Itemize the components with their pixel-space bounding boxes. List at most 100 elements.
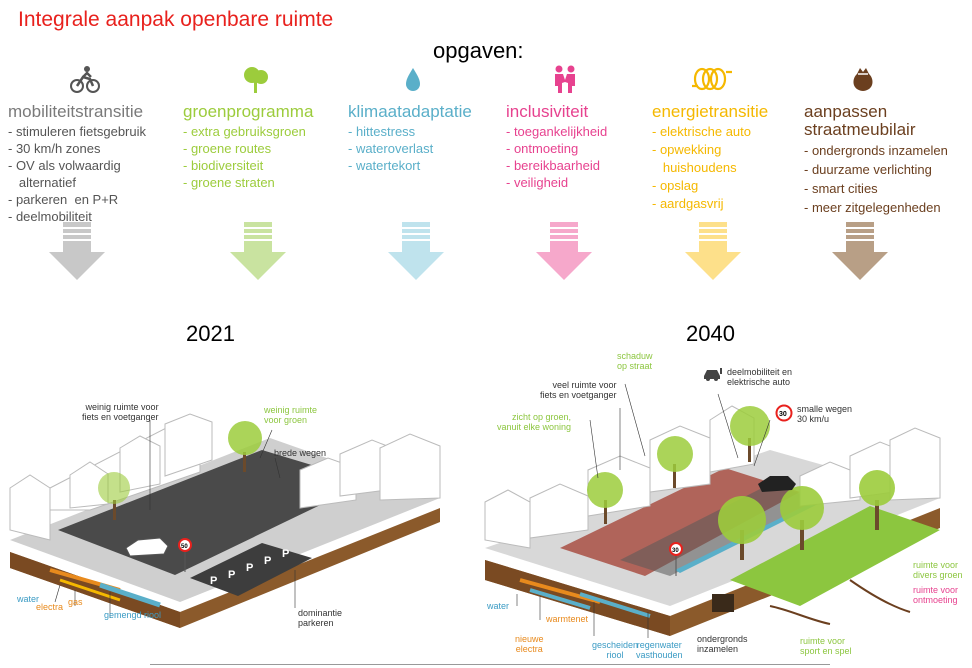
down-arrow-groen xyxy=(230,222,286,280)
column-straatmeubilair: aanpassen straatmeubilair - ondergronds … xyxy=(804,64,948,217)
label-electra: electra xyxy=(36,602,64,612)
house xyxy=(529,483,589,539)
column-klimaatadaptatie: klimaatadaptatie - hittestress - waterov… xyxy=(348,64,472,174)
item-list: - hittestress - wateroverlast - watertek… xyxy=(348,123,472,174)
list-item: - watertekort xyxy=(348,158,421,173)
electric-car-icon xyxy=(704,368,722,381)
car xyxy=(758,476,796,492)
list-item: alternatief xyxy=(8,175,76,190)
speed-sign xyxy=(669,542,683,556)
list-item: - opwekking xyxy=(652,142,722,157)
column-mobiliteitstransitie: mobiliteitstransitie - stimuleren fietsg… xyxy=(8,64,146,225)
label-gescheiden-riool: gescheiden riool xyxy=(592,640,639,660)
energy-coil-icon xyxy=(692,67,732,91)
list-item: - ondergronds inzamelen xyxy=(804,143,948,158)
tree xyxy=(657,436,693,488)
down-arrow-mobiliteit xyxy=(49,222,105,280)
parking-area xyxy=(190,543,312,596)
list-item: - elektrische auto xyxy=(652,124,751,139)
list-item: - biodiversiteit xyxy=(183,158,264,173)
list-item: - duurzame verlichting xyxy=(804,162,932,177)
street-2021-illustration: P P P P P 50 xyxy=(9,413,441,628)
people-meeting-icon xyxy=(555,65,575,93)
item-list: - ondergronds inzamelen - duurzame verli… xyxy=(804,141,948,217)
parking-marker: P xyxy=(282,548,289,560)
car xyxy=(125,537,169,557)
parking-marker: P xyxy=(264,555,271,567)
subtitle: opgaven: xyxy=(433,38,524,63)
cyclist-icon xyxy=(70,66,100,93)
list-item: - wateroverlast xyxy=(348,141,434,156)
label-weinig-ruimte-fiets: weinig ruimte voor fiets en voetganger xyxy=(82,402,159,422)
label-weinig-ruimte-groen: weinig ruimte voor groen xyxy=(264,405,318,425)
label-nieuwe-electra: nieuwe electra xyxy=(515,634,544,654)
label-brede-wegen: brede wegen xyxy=(274,448,327,458)
label-smalle-wegen: smalle wegen 30 km/u xyxy=(797,404,853,424)
list-item: - aardgasvrij xyxy=(652,196,724,211)
footer-divider xyxy=(150,664,830,665)
label-gas: gas xyxy=(68,597,83,607)
tree xyxy=(228,421,262,472)
label-ondergronds: ondergronds inzamelen xyxy=(697,634,748,654)
list-item: - deelmobiliteit xyxy=(8,209,92,224)
item-list: - stimuleren fietsgebruik - 30 km/h zone… xyxy=(8,123,146,225)
tree-icon xyxy=(244,67,268,93)
list-item: - veiligheid xyxy=(506,175,569,190)
tree xyxy=(859,470,895,530)
column-heading: klimaatadaptatie xyxy=(348,102,472,121)
label-ruimte-sport: ruimte voor sport en spel xyxy=(800,636,852,656)
list-item: - bereikbaarheid xyxy=(506,158,600,173)
column-heading: aanpassen straatmeubilair xyxy=(804,102,916,139)
column-energietransitie: energietransitie - elektrische auto - op… xyxy=(652,64,768,213)
list-item: - groene straten xyxy=(183,175,275,190)
list-item: - opslag xyxy=(652,178,699,193)
tree xyxy=(98,472,130,520)
list-item: - stimuleren fietsgebruik xyxy=(8,124,146,139)
underground-container xyxy=(712,594,734,612)
label-deelmobiliteit: deelmobiliteit en elektrische auto xyxy=(727,367,793,387)
label-water-2040: water xyxy=(487,601,510,611)
waste-bag-icon xyxy=(853,68,873,91)
speed-30-sign-icon: 30 xyxy=(775,404,793,422)
list-item: - groene routes xyxy=(183,141,272,156)
tree xyxy=(780,486,824,550)
house xyxy=(379,433,441,501)
street-2040-illustration: 30 xyxy=(484,383,941,638)
list-item: - ontmoeting xyxy=(506,141,579,156)
label-veel-ruimte: veel ruimte voor fiets en voetganger xyxy=(540,380,617,400)
column-inclusiviteit: inclusiviteit - toegankelijkheid - ontmo… xyxy=(506,64,607,191)
list-item: - meer zitgelegenheden xyxy=(804,200,941,215)
house xyxy=(9,474,51,541)
tree xyxy=(718,496,766,560)
label-water: water xyxy=(17,594,40,604)
column-groenprogramma: groenprogramma - extra gebruiksgroen - g… xyxy=(183,64,313,191)
column-heading: inclusiviteit xyxy=(506,102,589,121)
label-warmtenet: warmtenet xyxy=(546,614,589,624)
speed-sign xyxy=(178,538,192,552)
park-area xyxy=(730,506,940,606)
svg-text:30: 30 xyxy=(672,548,679,554)
item-list: - elektrische auto - opwekking huishoude… xyxy=(652,123,768,213)
down-arrow-straatmeubilair xyxy=(832,222,888,280)
list-item: - parkeren en P+R xyxy=(8,192,119,207)
year-2040: 2040 xyxy=(686,321,735,346)
item-list: - extra gebruiksgroen - groene routes - … xyxy=(183,123,313,191)
year-2021: 2021 xyxy=(186,321,235,346)
label-ruimte-divers-groen: ruimte voor divers groen xyxy=(913,560,963,580)
list-item: - smart cities xyxy=(804,181,878,196)
column-heading: energietransitie xyxy=(652,102,769,121)
house xyxy=(484,489,531,549)
label-dominantie-parkeren: dominantie parkeren xyxy=(298,608,343,628)
road xyxy=(620,484,820,576)
house xyxy=(164,413,213,477)
page-title: Integrale aanpak openbare ruimte xyxy=(18,8,334,31)
list-item: - OV als volwaardig xyxy=(8,158,121,173)
parking-marker: P xyxy=(228,569,235,581)
down-arrow-energie xyxy=(685,222,741,280)
label-ruimte-ontmoeting: ruimte voor ontmoeting xyxy=(913,585,959,605)
parking-marker: P xyxy=(210,575,217,587)
item-list: - toegankelijkheid - ontmoeting - bereik… xyxy=(506,123,607,191)
bike-path xyxy=(560,468,800,576)
down-arrow-klimaat xyxy=(388,222,444,280)
column-heading: mobiliteitstransitie xyxy=(8,102,144,121)
